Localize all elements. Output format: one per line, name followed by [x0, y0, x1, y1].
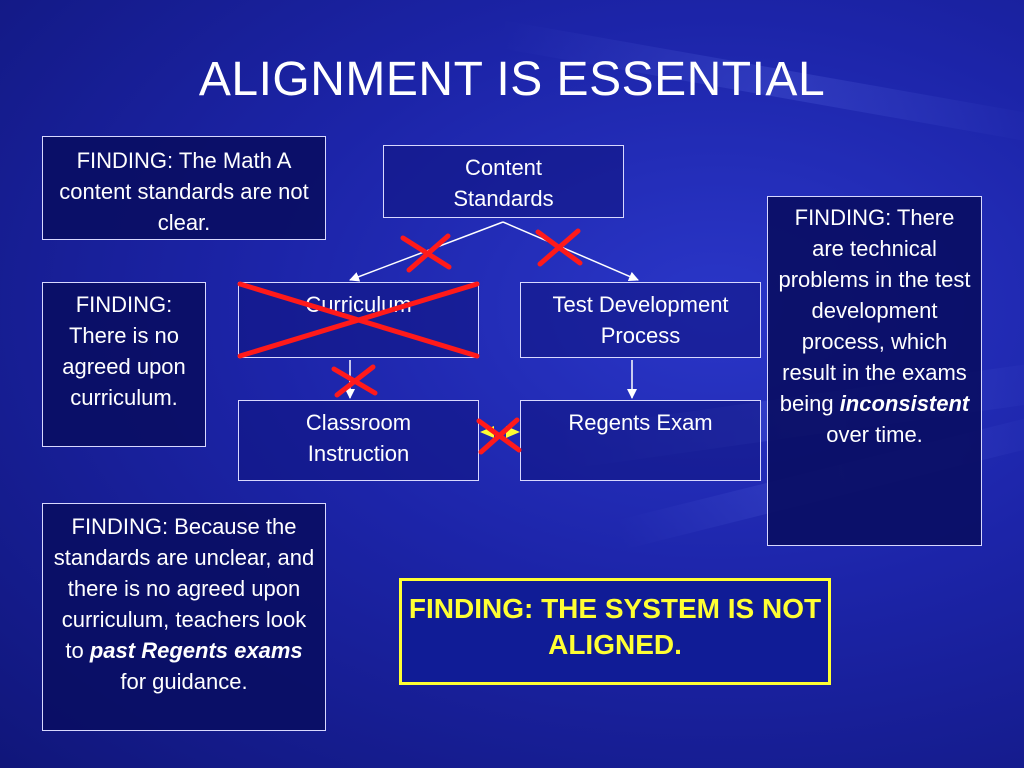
finding-curriculum-text: FINDING: There is no agreed upon curricu… [62, 292, 186, 410]
arrow-standards-to-curriculum [349, 221, 504, 282]
finding-guidance-text: FINDING: Because the standards are uncle… [53, 514, 315, 663]
node-content-standards-label: Content Standards [453, 155, 554, 211]
system-finding-box: FINDING: THE SYSTEM IS NOT ALIGNED. [399, 578, 831, 685]
node-content-standards: Content Standards [383, 145, 624, 218]
instruction-regents-link [480, 426, 520, 438]
node-test-development: Test Development Process [520, 282, 761, 358]
slide-title: ALIGNMENT IS ESSENTIAL [198, 53, 826, 106]
finding-guidance-emphasis: past Regents exams [89, 638, 303, 663]
node-curriculum: Curriculum [238, 282, 479, 358]
node-regents-exam: Regents Exam [520, 400, 761, 481]
cross-standards-test-icon [535, 228, 583, 267]
finding-math-a-box: FINDING: The Math A content standards ar… [42, 136, 326, 240]
finding-guidance-tail: for guidance. [120, 669, 248, 694]
node-classroom-instruction: Classroom Instruction [238, 400, 479, 481]
node-curriculum-label: Curriculum [305, 292, 412, 317]
node-test-development-label: Test Development Process [552, 292, 729, 348]
finding-technical-text: FINDING: There are technical problems in… [778, 205, 971, 416]
finding-technical-emphasis: inconsistent [839, 391, 970, 416]
finding-curriculum-box: FINDING: There is no agreed upon curricu… [42, 282, 206, 447]
arrow-standards-to-test-development [502, 221, 639, 282]
cross-curriculum-instruction-icon [331, 364, 378, 398]
finding-math-a-text: FINDING: The Math A content standards ar… [59, 148, 309, 235]
finding-guidance-box: FINDING: Because the standards are uncle… [42, 503, 326, 731]
finding-technical-tail: over time. [826, 422, 923, 447]
finding-technical-box: FINDING: There are technical problems in… [767, 196, 982, 546]
cross-standards-curriculum-icon [400, 233, 452, 273]
system-finding-text: FINDING: THE SYSTEM IS NOT ALIGNED. [408, 593, 822, 660]
node-regents-exam-label: Regents Exam [568, 410, 713, 435]
cross-instruction-regents-icon [476, 417, 522, 455]
node-classroom-instruction-label: Classroom Instruction [305, 410, 412, 466]
